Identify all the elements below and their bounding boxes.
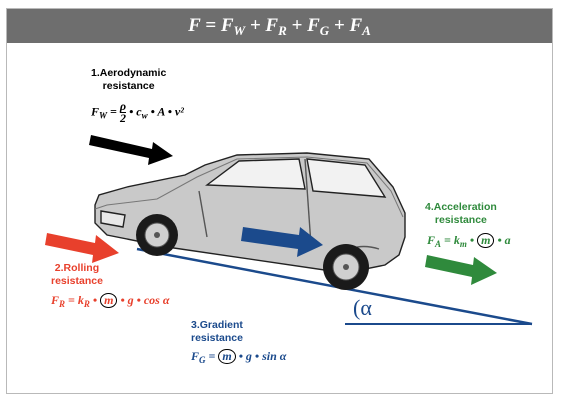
acceleration-label: 4.Acceleration resistance [425, 201, 497, 226]
front-wheel-icon [323, 244, 369, 290]
aerodynamic-label: 1.Aerodynamic resistance [91, 67, 167, 92]
mass-circle: m [218, 349, 236, 364]
gradient-arrow [241, 227, 323, 257]
acceleration-formula: FA = km • m • a [427, 233, 511, 249]
angle-alpha: (α [353, 295, 372, 320]
rolling-arrow [45, 233, 119, 263]
title-equation: F = FW + FR + FG + FA [7, 9, 552, 43]
aerodynamic-arrow [89, 135, 173, 165]
gradient-label: 3.Gradient resistance [191, 319, 243, 344]
acceleration-arrow [425, 255, 497, 285]
scene-graphic [45, 135, 533, 326]
gradient-formula: FG = m • g • sin α [191, 349, 287, 365]
rear-wheel-icon [136, 214, 178, 256]
diagram-frame: F = FW + FR + FG + FA [6, 8, 553, 394]
rolling-label: 2.Rolling resistance [51, 262, 103, 287]
mass-circle: m [477, 233, 495, 248]
rolling-formula: FR = kR • m • g • cos α [51, 293, 170, 309]
mass-circle: m [100, 293, 118, 308]
